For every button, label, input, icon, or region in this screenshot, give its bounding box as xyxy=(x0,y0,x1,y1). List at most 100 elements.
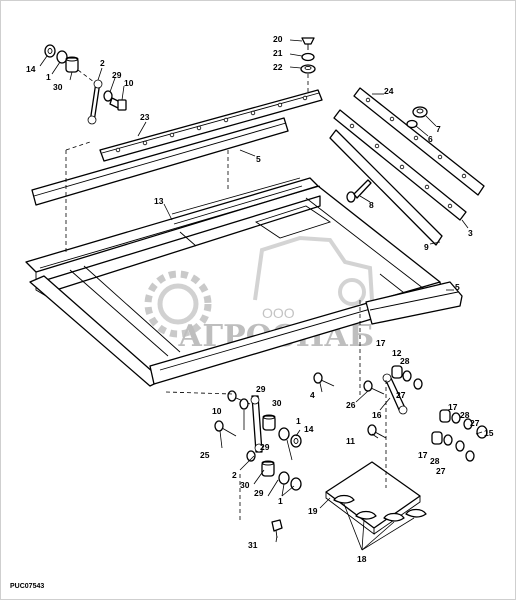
bolt-25 xyxy=(214,420,237,437)
callout-28: 28 xyxy=(400,356,410,366)
bushing-17-top xyxy=(391,365,403,379)
link-arm-16 xyxy=(382,373,408,415)
bolt-11 xyxy=(367,424,387,439)
callout-24: 24 xyxy=(384,86,394,96)
callout-2: 2 xyxy=(100,58,105,68)
callout-27: 27 xyxy=(396,390,406,400)
callout-14: 14 xyxy=(26,64,36,74)
callout-30-b: 30 xyxy=(240,480,250,490)
washer-21 xyxy=(301,52,315,62)
washer-6 xyxy=(406,119,418,129)
washer-28-mid xyxy=(443,434,453,446)
callout-5-lower: 5 xyxy=(455,282,460,292)
link-arm-2-top xyxy=(87,79,103,125)
callout-2-lower: 2 xyxy=(232,470,237,480)
bushing-17-right xyxy=(439,409,451,423)
callout-27-right: 27 xyxy=(470,418,480,428)
knife-strip-3 xyxy=(333,109,467,221)
callout-19: 19 xyxy=(308,506,318,516)
callout-labels: 20 21 22 14 1 30 2 29 10 23 5 24 7 6 8 3… xyxy=(26,34,494,564)
callout-30-lower: 30 xyxy=(272,398,282,408)
callout-27-lower: 27 xyxy=(436,466,446,476)
callout-29-c: 29 xyxy=(254,488,264,498)
clip-18-d xyxy=(405,508,427,518)
nut-27-top xyxy=(413,378,423,390)
callout-30: 30 xyxy=(53,82,63,92)
nut-14-top xyxy=(44,44,56,58)
callout-29-b: 29 xyxy=(260,442,270,452)
callout-6: 6 xyxy=(428,134,433,144)
washer-28-right xyxy=(451,412,461,424)
callout-9: 9 xyxy=(424,242,429,252)
clip-18-b xyxy=(355,510,377,520)
callout-17: 17 xyxy=(376,338,386,348)
callout-20: 20 xyxy=(273,34,283,44)
callout-25: 25 xyxy=(200,450,210,460)
callout-14-lower: 14 xyxy=(304,424,314,434)
callout-3: 3 xyxy=(468,228,473,238)
nut-14-mid xyxy=(290,434,302,448)
callout-29-lower: 29 xyxy=(256,384,266,394)
assembly-lines xyxy=(65,141,387,520)
concave-frame xyxy=(25,177,443,387)
callout-10-lower: 10 xyxy=(212,406,222,416)
nut-22 xyxy=(300,64,316,74)
bushing-30-low xyxy=(261,460,275,477)
washer-1-mid xyxy=(278,427,290,441)
callout-17-right: 17 xyxy=(448,402,458,412)
wear-strip-23 xyxy=(99,89,323,162)
callout-8: 8 xyxy=(369,200,374,210)
cutter-bar-5-bottom xyxy=(365,281,463,325)
cutter-bar-5-top xyxy=(31,117,289,206)
callout-29: 29 xyxy=(112,70,122,80)
bolt-4 xyxy=(313,372,335,387)
callout-13: 13 xyxy=(154,196,164,206)
callout-17-lower: 17 xyxy=(418,450,428,460)
bushing-17-mid xyxy=(431,431,443,445)
shim-strip-9 xyxy=(329,129,443,246)
bolt-31 xyxy=(271,519,283,539)
clip-18-c xyxy=(383,512,405,522)
callout-16: 16 xyxy=(372,410,382,420)
leader-lines xyxy=(39,39,483,551)
callout-4: 4 xyxy=(310,390,315,400)
washer-1-top xyxy=(56,50,68,64)
bushing-30-mid xyxy=(262,414,276,431)
callout-22: 22 xyxy=(273,62,283,72)
callout-21: 21 xyxy=(273,48,283,58)
nut-7 xyxy=(412,106,428,118)
bolt-10-top xyxy=(109,97,127,111)
washer-29-top xyxy=(103,90,113,102)
bushing-30-top xyxy=(65,56,79,73)
callout-12: 12 xyxy=(392,348,402,358)
washer-28-top xyxy=(402,370,412,382)
callout-15: 15 xyxy=(484,428,494,438)
washer-1-low xyxy=(278,471,290,485)
callout-7: 7 xyxy=(436,124,441,134)
callout-1-lower: 1 xyxy=(296,416,301,426)
callout-5: 5 xyxy=(256,154,261,164)
watermark-prefix: ООО xyxy=(262,305,295,321)
washer-29-b xyxy=(246,450,256,462)
callout-1-b: 1 xyxy=(278,496,283,506)
nut-27-low xyxy=(465,450,475,462)
callout-31: 31 xyxy=(248,540,258,550)
washer-29-a xyxy=(239,398,249,410)
callout-28-right: 28 xyxy=(460,410,470,420)
bolt-20 xyxy=(301,37,315,50)
nut-1-low xyxy=(290,477,302,491)
callout-26: 26 xyxy=(346,400,356,410)
link-arm-2-bottom xyxy=(250,395,264,453)
callout-28-lower: 28 xyxy=(430,456,440,466)
callout-11: 11 xyxy=(346,436,355,446)
bolt-26 xyxy=(363,380,385,395)
callout-1: 1 xyxy=(46,72,51,82)
knife-strip-24 xyxy=(353,87,485,196)
callout-18: 18 xyxy=(357,554,367,564)
callout-23: 23 xyxy=(140,112,150,122)
drawing-code: PUC07543 xyxy=(10,583,44,590)
nut-27-mid xyxy=(455,440,465,452)
clip-18-a xyxy=(333,494,355,504)
nut-27-right xyxy=(463,418,473,430)
